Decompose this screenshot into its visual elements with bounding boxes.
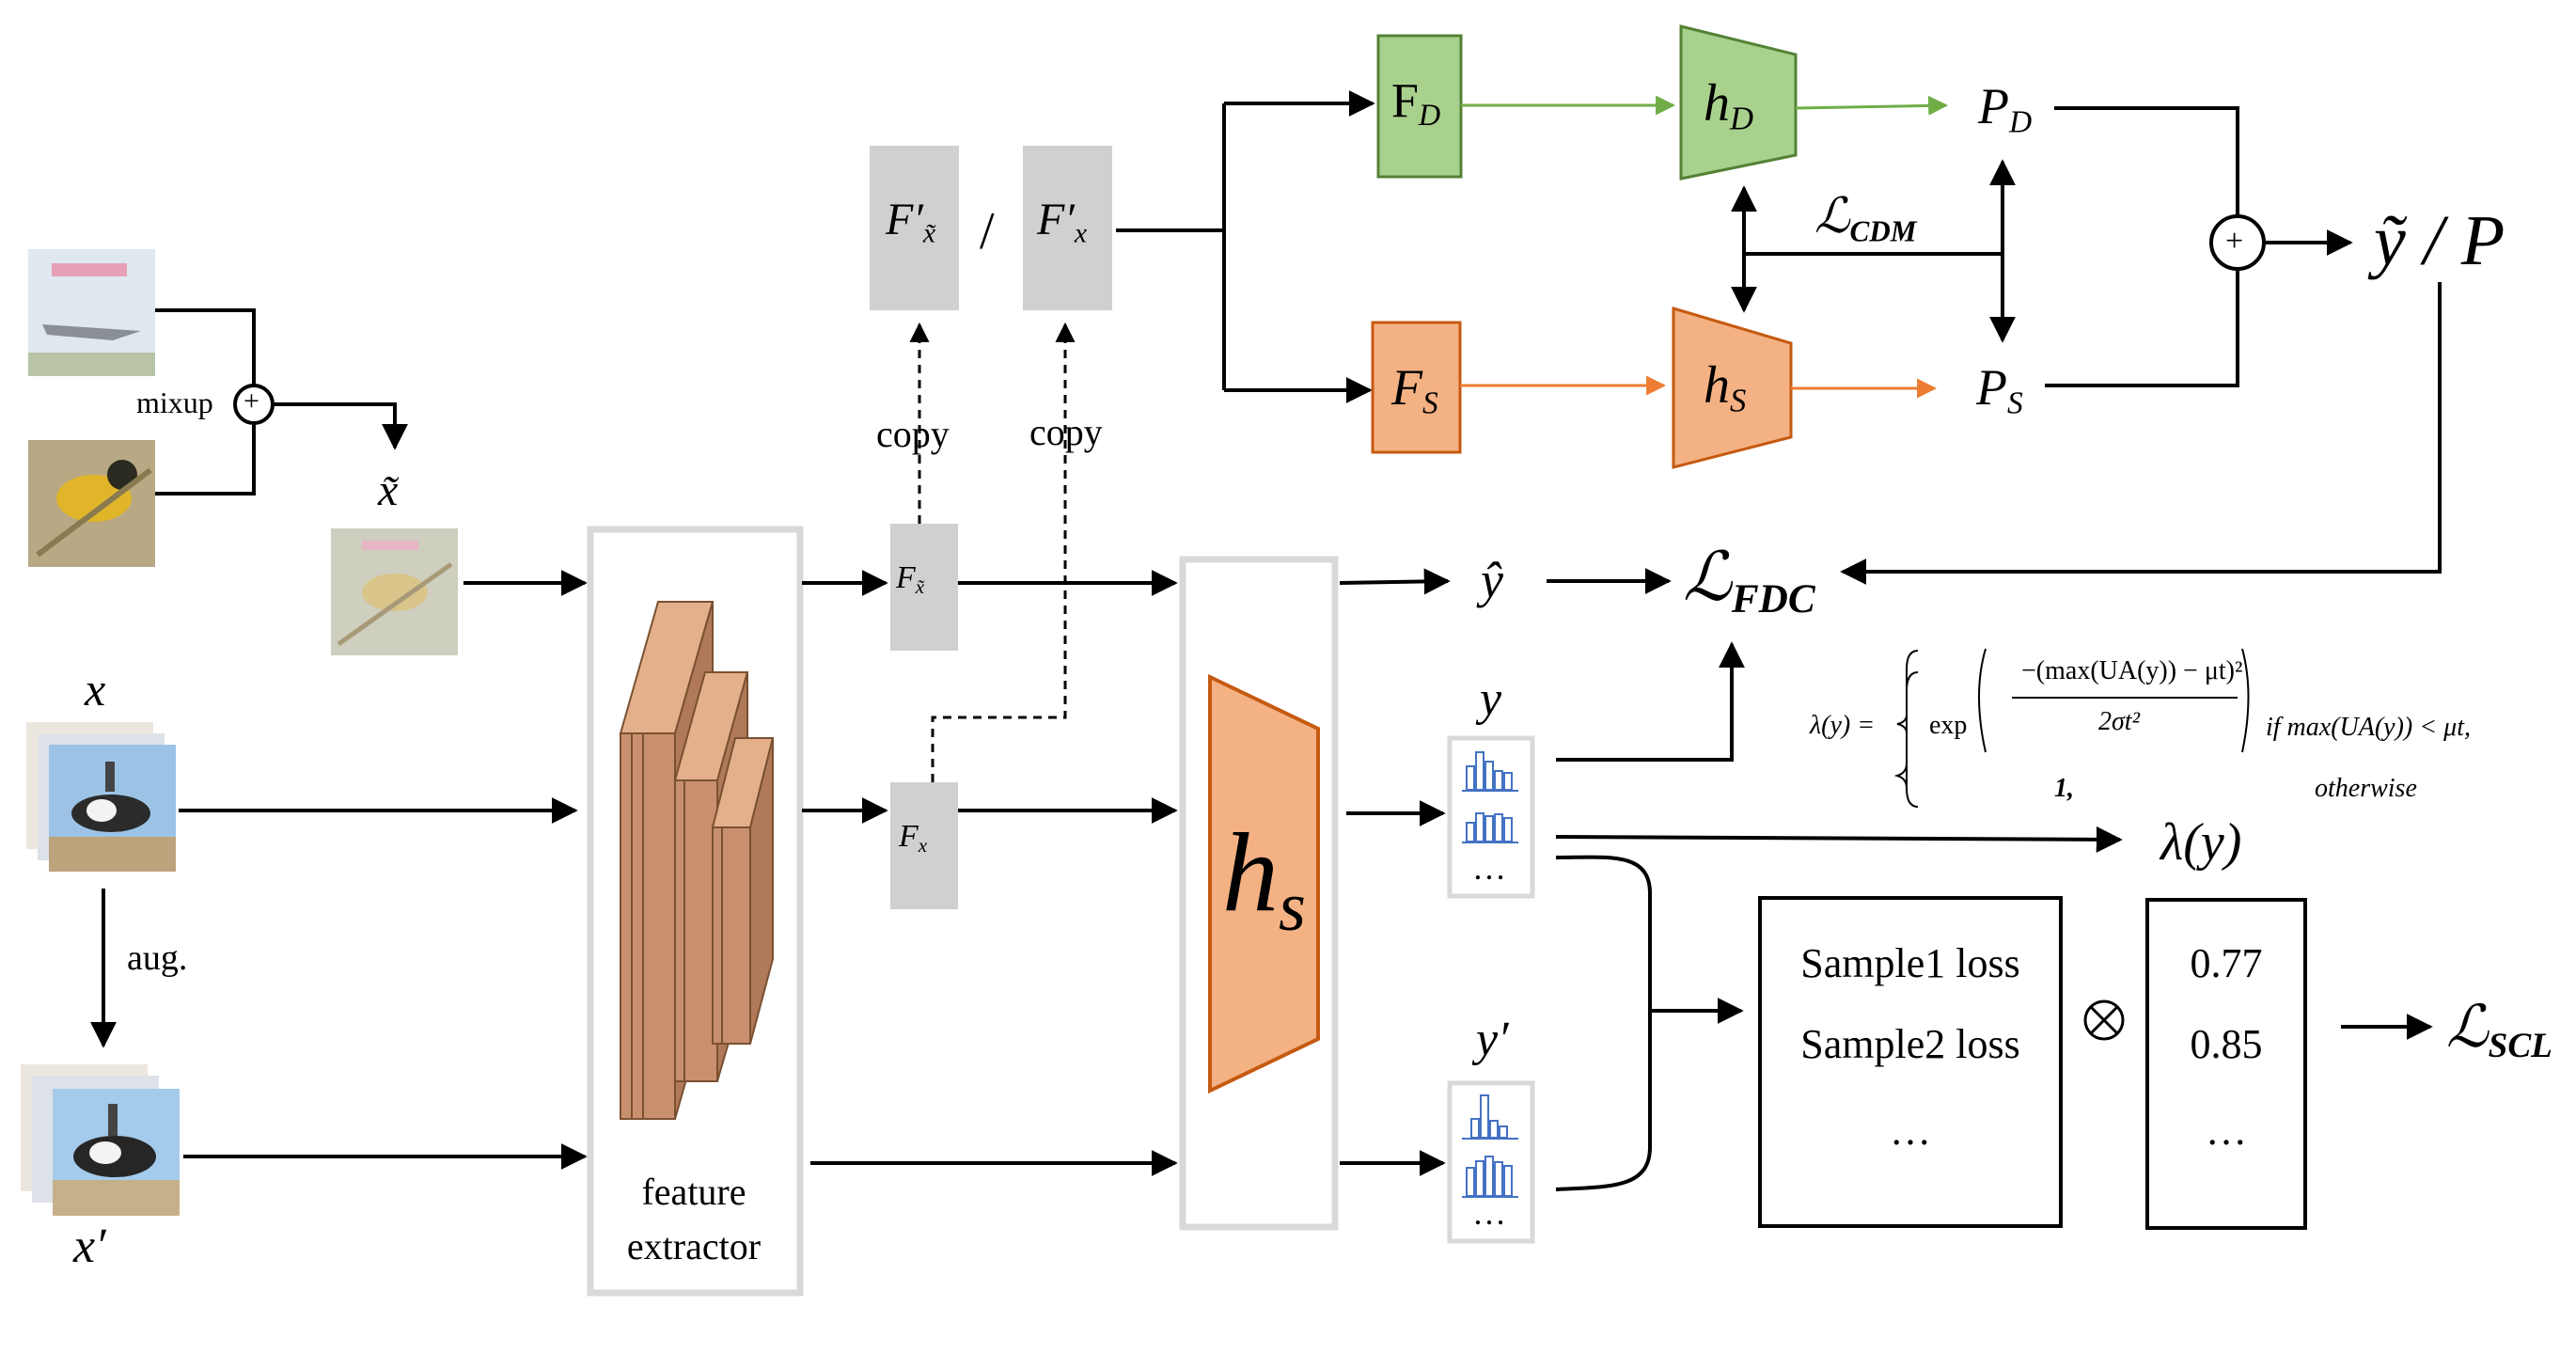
mixup-plus: +: [243, 386, 259, 417]
hS-label: hS: [1704, 356, 1747, 419]
weights-box: 0.77 0.85 …: [2145, 898, 2307, 1230]
arrow-hs-to-yhat: [1339, 568, 1451, 595]
copy-dashed-2: [931, 322, 1076, 782]
yprime-ellipsis: …: [1472, 1194, 1506, 1232]
Fprime-x-box: [1023, 146, 1112, 310]
PD-to-sum: [2054, 106, 2239, 216]
hs-panel: [1179, 556, 1339, 1231]
feature-extractor-label-2: extractor: [626, 1225, 762, 1267]
sample-loss-2: Sample2 loss: [1800, 1021, 2020, 1067]
hs-main-block: [1208, 673, 1320, 1094]
hD-block: [1679, 24, 1798, 181]
formula-cond2: otherwise: [2315, 774, 2417, 803]
FD-label: FD: [1391, 74, 1441, 133]
Fx-box: [890, 782, 958, 909]
y-label: y: [1480, 672, 1502, 726]
mixup-label: mixup: [136, 386, 213, 419]
y-yprime-bracket: [1555, 855, 1652, 1191]
feature-extractor-panel: [587, 526, 804, 1297]
FS-label: FS: [1391, 359, 1438, 421]
weight-1: 0.77: [2190, 940, 2263, 986]
y-ellipsis: …: [1472, 849, 1506, 887]
FD-block: [1376, 34, 1463, 179]
y-histogram-bars: [1462, 751, 1518, 843]
output-to-fdc: [1840, 282, 2442, 585]
airplane-image: [28, 249, 155, 376]
aug-label: aug.: [127, 938, 188, 978]
PS-label: PS: [1976, 359, 2023, 421]
y-to-lambda: [1555, 826, 2123, 853]
formula-paren-left: [1978, 648, 1987, 753]
formula-numerator: −(max(UA(y)) − μt)²: [2021, 656, 2243, 685]
yprime-histogram-bars: [1462, 1094, 1518, 1198]
x-prime-label: x′: [73, 1220, 106, 1273]
loss-scl-label: ℒSCL: [2446, 996, 2552, 1066]
formula-paren-right: [2241, 648, 2250, 753]
formula-cond1: if max(UA(y)) < μt,: [2266, 713, 2471, 742]
loss-fdc-label: ℒFDC: [1683, 540, 1815, 622]
y-to-fdc: [1556, 641, 1745, 762]
feature-extractor-label-1: feature: [641, 1171, 746, 1213]
formula-case2: 1,: [2054, 774, 2074, 803]
x-tilde-label: x̃: [378, 465, 399, 515]
mixed-image: [331, 528, 458, 655]
formula-brace-main: [1896, 650, 1919, 808]
output-label: ỹ / P: [2374, 201, 2505, 280]
PD-label: PD: [1978, 78, 2033, 140]
feature-extractor-layers: [619, 601, 775, 1120]
FS-block: [1371, 321, 1462, 454]
formula-lhs: λ(y) =: [1810, 711, 1876, 740]
weight-ellipsis: …: [2206, 1108, 2247, 1154]
augmented-horse-image-stack: [21, 1064, 180, 1216]
sample-loss-box: Sample1 loss Sample2 loss …: [1758, 896, 2063, 1228]
hs-main-label: hs: [1222, 810, 1306, 946]
horse-image-stack: [26, 722, 176, 872]
sample-loss-1: Sample1 loss: [1800, 940, 2020, 986]
yprime-label: y′: [1476, 1013, 1509, 1066]
mixup-line-bottom: [155, 423, 256, 496]
hS-block: [1672, 306, 1793, 469]
Fprime-x-label: F′x: [1037, 195, 1088, 249]
copy-label-2: copy: [1029, 411, 1103, 453]
weight-2: 0.85: [2190, 1021, 2263, 1067]
mixup-output-arrow: [273, 402, 408, 450]
sum-plus: +: [2225, 224, 2244, 259]
PS-to-sum: [2045, 271, 2239, 387]
bird-image: [28, 440, 155, 567]
loss-cdm-label: ℒCDM: [1814, 190, 1917, 248]
Fprime-xtilde-label: F′x̃: [886, 195, 936, 249]
copy-label-1: copy: [876, 413, 950, 455]
mixup-line-top: [155, 308, 256, 386]
yhat-label: ŷ: [1481, 552, 1503, 608]
Fx-label: Fx: [899, 819, 928, 857]
slash-label: /: [980, 202, 995, 260]
x-label: x: [85, 663, 106, 716]
arrow-hD-to-PD: [1795, 95, 1949, 116]
sample-loss-ellipsis: …: [1890, 1108, 1931, 1154]
Fxtilde-label: Fx̃: [896, 560, 925, 598]
lambda-y-label: λ(y): [2160, 813, 2242, 872]
hD-label: hD: [1704, 74, 1754, 137]
formula-denominator: 2σt²: [2098, 707, 2140, 736]
yprime-histogram-box: [1447, 1080, 1535, 1244]
formula-exp: exp: [1929, 711, 1968, 740]
Fprime-xtilde-box: [870, 146, 959, 310]
Fxtilde-box: [890, 524, 958, 651]
